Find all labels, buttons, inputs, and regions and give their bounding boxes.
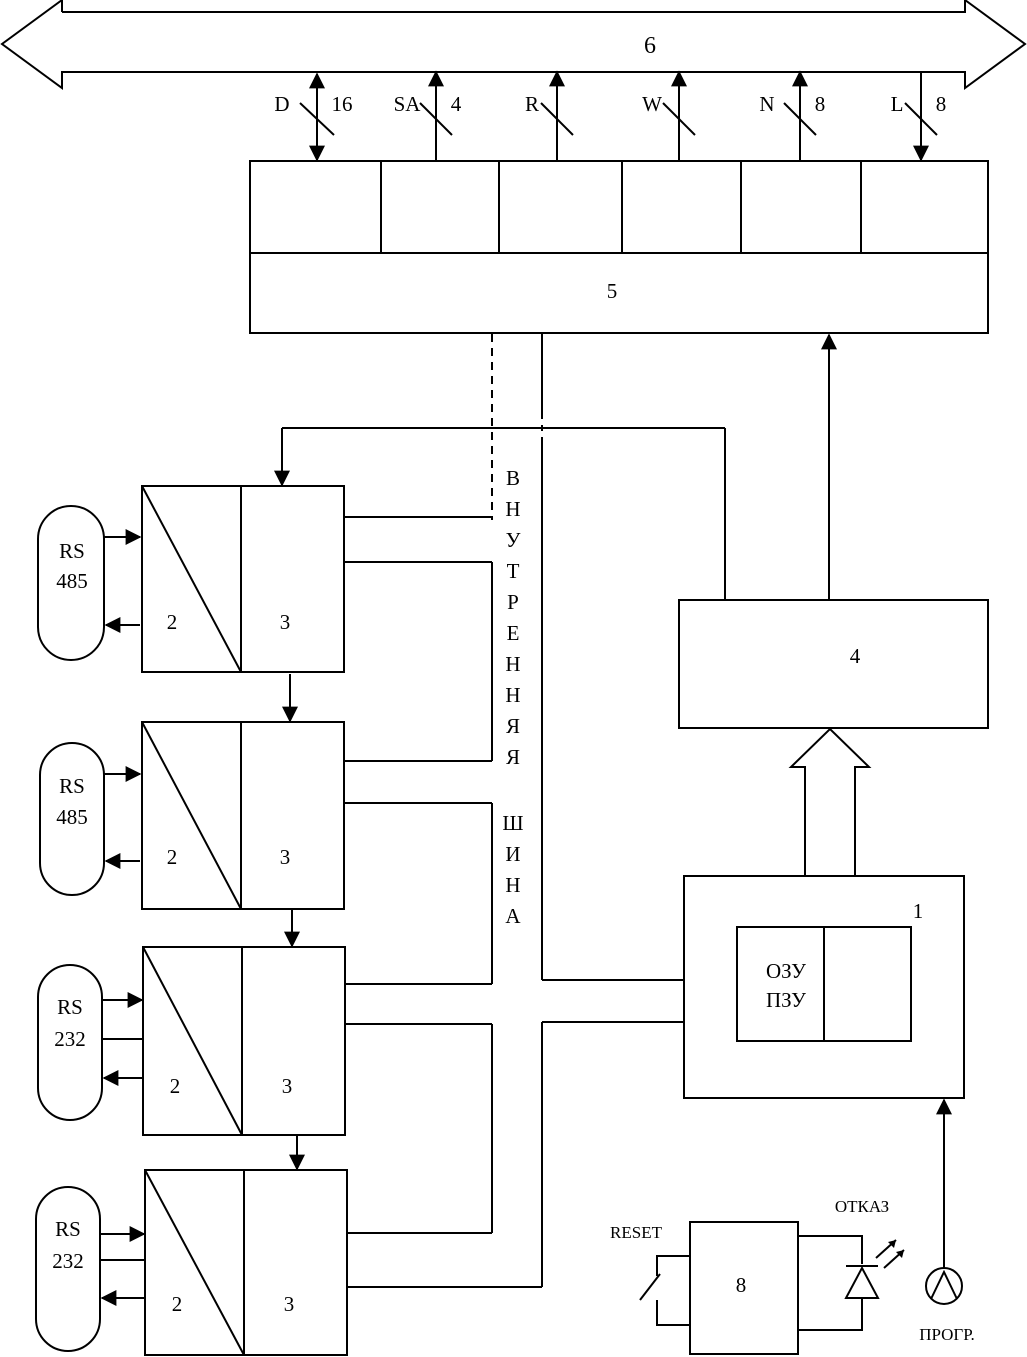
signal-n: N 8 — [759, 70, 826, 160]
signal-r-name: R — [525, 92, 539, 116]
signal-sa-name: SA — [394, 92, 422, 116]
programming-input: ПРОГР. — [919, 1098, 975, 1344]
signal-l-name: L — [891, 92, 904, 116]
port-label: RS — [55, 1217, 81, 1241]
port-label: RS — [59, 774, 85, 798]
converter-label: 2 — [170, 1074, 181, 1098]
port-label: RS — [57, 995, 83, 1019]
port-label: RS — [59, 539, 85, 563]
port-label: 485 — [56, 805, 88, 829]
converter-label: 2 — [167, 845, 178, 869]
interface-block-label: 5 — [607, 279, 618, 303]
signal-d: D 16 — [274, 72, 353, 162]
reset-switch-icon — [639, 1255, 690, 1326]
bus-letter: И — [505, 842, 520, 866]
rom-label: ПЗУ — [766, 988, 806, 1012]
bus-letter: Ш — [502, 811, 523, 835]
control-line — [274, 427, 726, 1171]
bus-letter: В — [506, 466, 520, 490]
fault-led-icon — [844, 1239, 905, 1299]
reset-label: RESET — [610, 1223, 663, 1242]
programming-connector-icon — [925, 1267, 963, 1305]
ram-label: ОЗУ — [766, 959, 806, 983]
bus-letter: Т — [507, 559, 520, 583]
converter-label: 2 — [167, 610, 178, 634]
channel-2: RS 485 2 3 — [39, 721, 345, 910]
bus-letter: У — [506, 528, 521, 552]
system-bus: 6 — [0, 0, 1027, 90]
port-rs485-1 — [37, 505, 105, 661]
channel-4: RS 232 2 3 — [35, 1169, 348, 1356]
processor-block: 1 ОЗУ ПЗУ — [683, 875, 965, 1099]
module-label: 3 — [280, 845, 291, 869]
internal-bus: В Н У Т Р Е Н Н Я Я Ш И Н А — [345, 334, 684, 1288]
port-rs232-2 — [35, 1186, 101, 1352]
system-bus-label: 6 — [644, 33, 656, 59]
bus-letter: Н — [505, 683, 520, 707]
port-rs232-1 — [37, 964, 103, 1121]
controller-block: 4 — [678, 333, 989, 729]
bus-letter: Е — [507, 621, 520, 645]
interface-block: 5 — [249, 160, 989, 334]
signal-r: R — [525, 70, 574, 160]
internal-bus-label: В Н У Т Р Е Н Н Я Я Ш И Н А — [502, 466, 523, 928]
watchdog-label: 8 — [736, 1273, 747, 1297]
signal-n-width: 8 — [815, 92, 826, 116]
bus-letter: Н — [505, 497, 520, 521]
bus-letter: Р — [507, 590, 519, 614]
bus-letter: А — [505, 904, 521, 928]
bus-letter: Я — [506, 714, 520, 738]
watchdog-block: 8 RESET ОТКАЗ — [610, 1197, 905, 1355]
controller-label: 4 — [850, 644, 861, 668]
bus-letter: Н — [505, 652, 520, 676]
signal-sa-width: 4 — [451, 92, 462, 116]
channel-1: RS 485 2 3 — [37, 485, 345, 673]
port-rs485-2 — [39, 742, 105, 896]
fault-led-wiring — [798, 1235, 863, 1331]
channel-3: RS 232 2 3 — [37, 946, 346, 1136]
processor-label: 1 — [913, 899, 924, 923]
fault-label: ОТКАЗ — [835, 1197, 889, 1216]
bus-letter: Н — [505, 873, 520, 897]
programming-label: ПРОГР. — [919, 1325, 975, 1344]
signal-n-name: N — [759, 92, 774, 116]
signal-l: L 8 — [891, 72, 947, 162]
module-label: 3 — [284, 1292, 295, 1316]
signal-l-width: 8 — [936, 92, 947, 116]
bus-letter: Я — [506, 745, 520, 769]
module-label: 3 — [282, 1074, 293, 1098]
port-label: 232 — [52, 1249, 84, 1273]
converter-label: 2 — [172, 1292, 183, 1316]
data-flow-arrow — [788, 727, 872, 876]
module-label: 3 — [280, 610, 291, 634]
signal-d-name: D — [274, 92, 289, 116]
signal-sa: SA 4 — [394, 70, 462, 160]
signal-w: W — [642, 70, 696, 160]
port-label: 232 — [54, 1027, 86, 1051]
signal-d-width: 16 — [332, 92, 353, 116]
port-label: 485 — [56, 569, 88, 593]
signal-w-name: W — [642, 92, 662, 116]
